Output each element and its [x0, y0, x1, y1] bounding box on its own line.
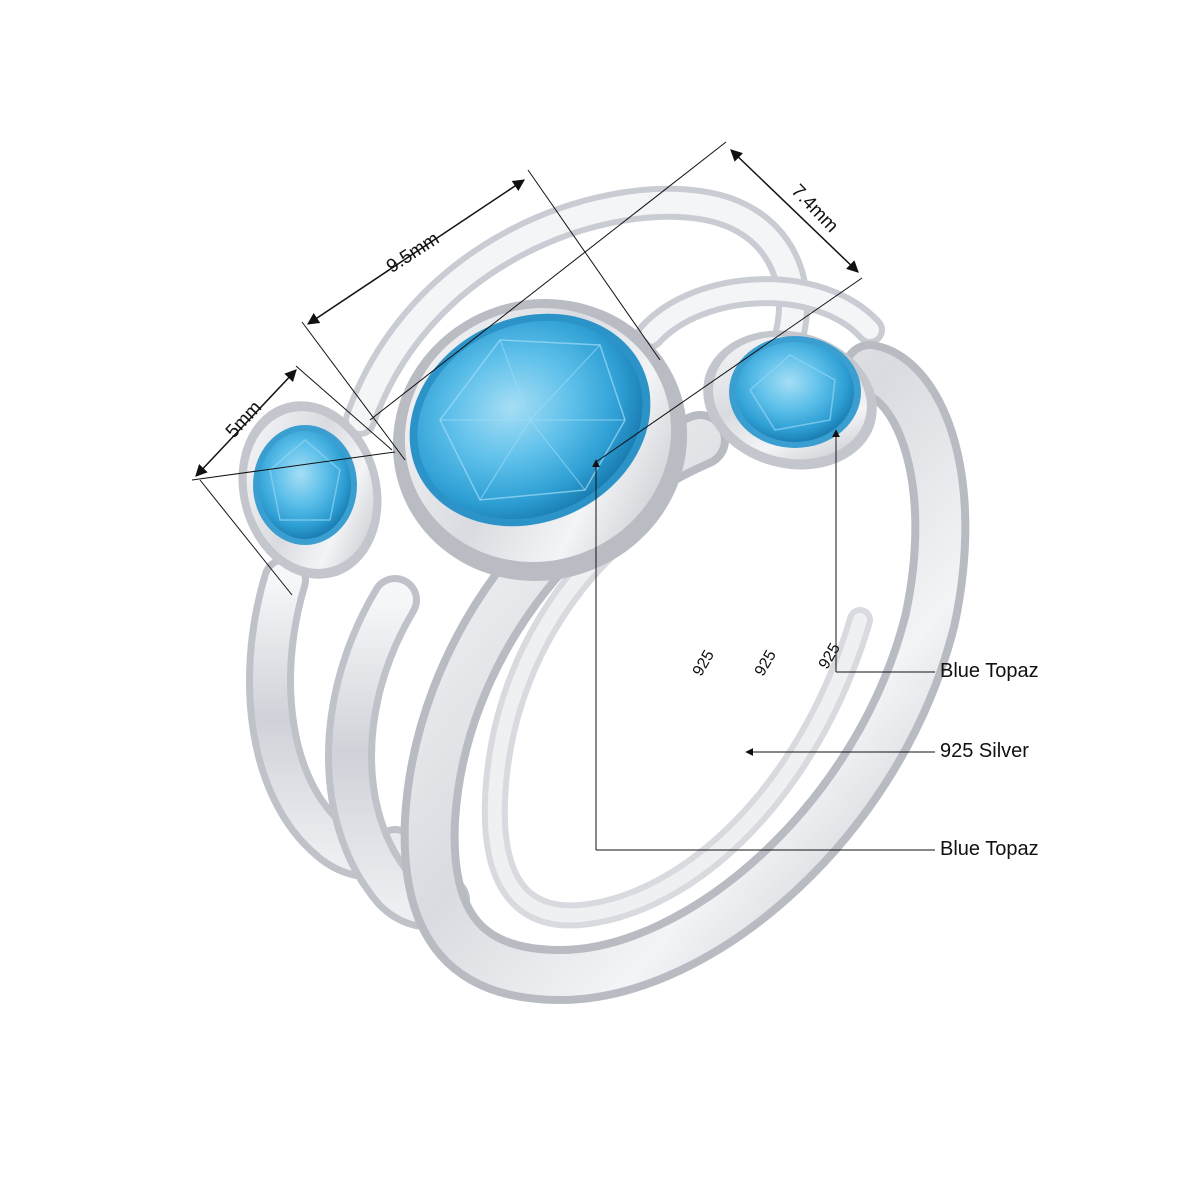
ring-band-front [400, 341, 970, 1005]
callout-label-blue-topaz-top: Blue Topaz [940, 660, 1039, 682]
callout-label-blue-topaz-center: Blue Topaz [940, 838, 1039, 860]
callout-leader-top [832, 429, 935, 673]
callout-leader-center [592, 459, 935, 851]
stamp-925-1: 925 [690, 647, 718, 679]
svg-text:9.5mm: 9.5mm [383, 228, 443, 277]
callout-label-925-silver: 925 Silver [940, 740, 1029, 762]
svg-text:7.4mm: 7.4mm [787, 181, 842, 237]
stamp-925-2: 925 [752, 647, 780, 679]
center-stone [392, 299, 688, 581]
